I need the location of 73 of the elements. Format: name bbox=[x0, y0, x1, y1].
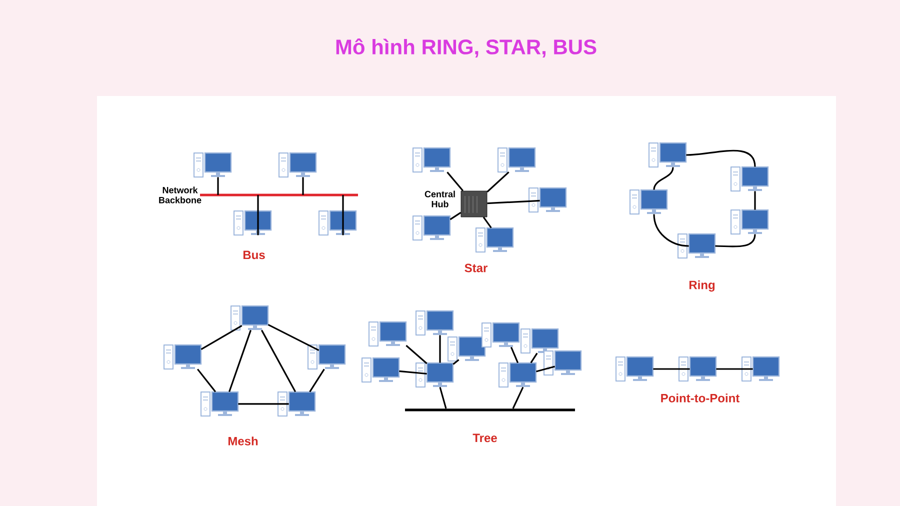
topology-label: Ring bbox=[689, 280, 715, 292]
title: Mô hình RING, STAR, BUS bbox=[336, 38, 596, 58]
connector-line bbox=[482, 216, 492, 228]
computer-icon bbox=[194, 152, 232, 178]
computer-icon bbox=[648, 142, 687, 168]
computer-icon bbox=[412, 147, 451, 172]
connector-line bbox=[196, 368, 216, 392]
topology-label: Star bbox=[464, 264, 488, 272]
connector-line bbox=[268, 324, 320, 352]
connector-line bbox=[653, 167, 674, 190]
computer-icon bbox=[362, 357, 400, 382]
connector-line bbox=[510, 346, 519, 364]
computer-icon bbox=[278, 391, 316, 416]
connector-line bbox=[686, 150, 756, 167]
connector-line bbox=[512, 386, 524, 409]
computer-icon bbox=[678, 233, 716, 258]
computer-icon bbox=[308, 344, 346, 370]
connector-line bbox=[530, 352, 538, 364]
hub-box bbox=[460, 190, 488, 218]
node-caption: Central Hub bbox=[424, 190, 455, 208]
connector-line bbox=[309, 368, 325, 392]
computer-icon bbox=[318, 210, 357, 236]
computer-icon bbox=[616, 356, 654, 382]
computer-icon bbox=[730, 209, 769, 234]
computer-icon bbox=[416, 310, 454, 336]
topology-label: Tree bbox=[472, 434, 497, 442]
computer-icon bbox=[630, 189, 668, 214]
connector-line bbox=[446, 172, 464, 192]
topology-label: Point-to-Point bbox=[661, 394, 740, 402]
computer-icon bbox=[742, 356, 780, 382]
computer-icon bbox=[528, 187, 567, 212]
computer-icon bbox=[368, 321, 407, 346]
connector-line bbox=[399, 370, 427, 375]
topology-label: Bus bbox=[243, 250, 265, 260]
node-caption: Network Backbone bbox=[159, 186, 202, 204]
connector-line bbox=[754, 191, 756, 210]
connector-line bbox=[342, 195, 344, 236]
computer-icon bbox=[278, 152, 317, 178]
computer-icon bbox=[448, 336, 486, 362]
computer-icon bbox=[200, 391, 239, 416]
connector-line bbox=[238, 403, 289, 405]
topology-label: Mesh bbox=[228, 436, 258, 446]
connector-line bbox=[716, 368, 753, 370]
computer-icon bbox=[416, 362, 454, 388]
backbone-line bbox=[405, 408, 575, 412]
connector-line bbox=[536, 366, 556, 372]
computer-icon bbox=[498, 147, 536, 172]
connector-line bbox=[217, 177, 219, 195]
computer-icon bbox=[412, 215, 451, 240]
computer-icon bbox=[544, 350, 582, 376]
computer-icon bbox=[498, 362, 537, 388]
connector-line bbox=[228, 330, 252, 392]
connector-line bbox=[302, 177, 304, 195]
connector-line bbox=[439, 386, 447, 409]
computer-icon bbox=[164, 344, 202, 370]
computer-icon bbox=[678, 356, 717, 382]
computer-icon bbox=[482, 322, 520, 348]
computer-icon bbox=[476, 227, 514, 252]
connector-line bbox=[452, 359, 460, 365]
connector-line bbox=[450, 212, 462, 220]
connector-line bbox=[486, 172, 510, 192]
backbone-line bbox=[200, 194, 358, 196]
computer-icon bbox=[234, 210, 272, 236]
connector-line bbox=[406, 344, 428, 364]
computer-icon bbox=[230, 305, 269, 330]
connector-line bbox=[487, 200, 540, 204]
connector-line bbox=[439, 335, 441, 363]
connector-line bbox=[257, 195, 259, 236]
connector-line bbox=[653, 368, 690, 370]
connector-line bbox=[260, 330, 296, 392]
computer-icon bbox=[520, 328, 559, 354]
connector-line bbox=[200, 324, 242, 350]
computer-icon bbox=[730, 166, 769, 192]
